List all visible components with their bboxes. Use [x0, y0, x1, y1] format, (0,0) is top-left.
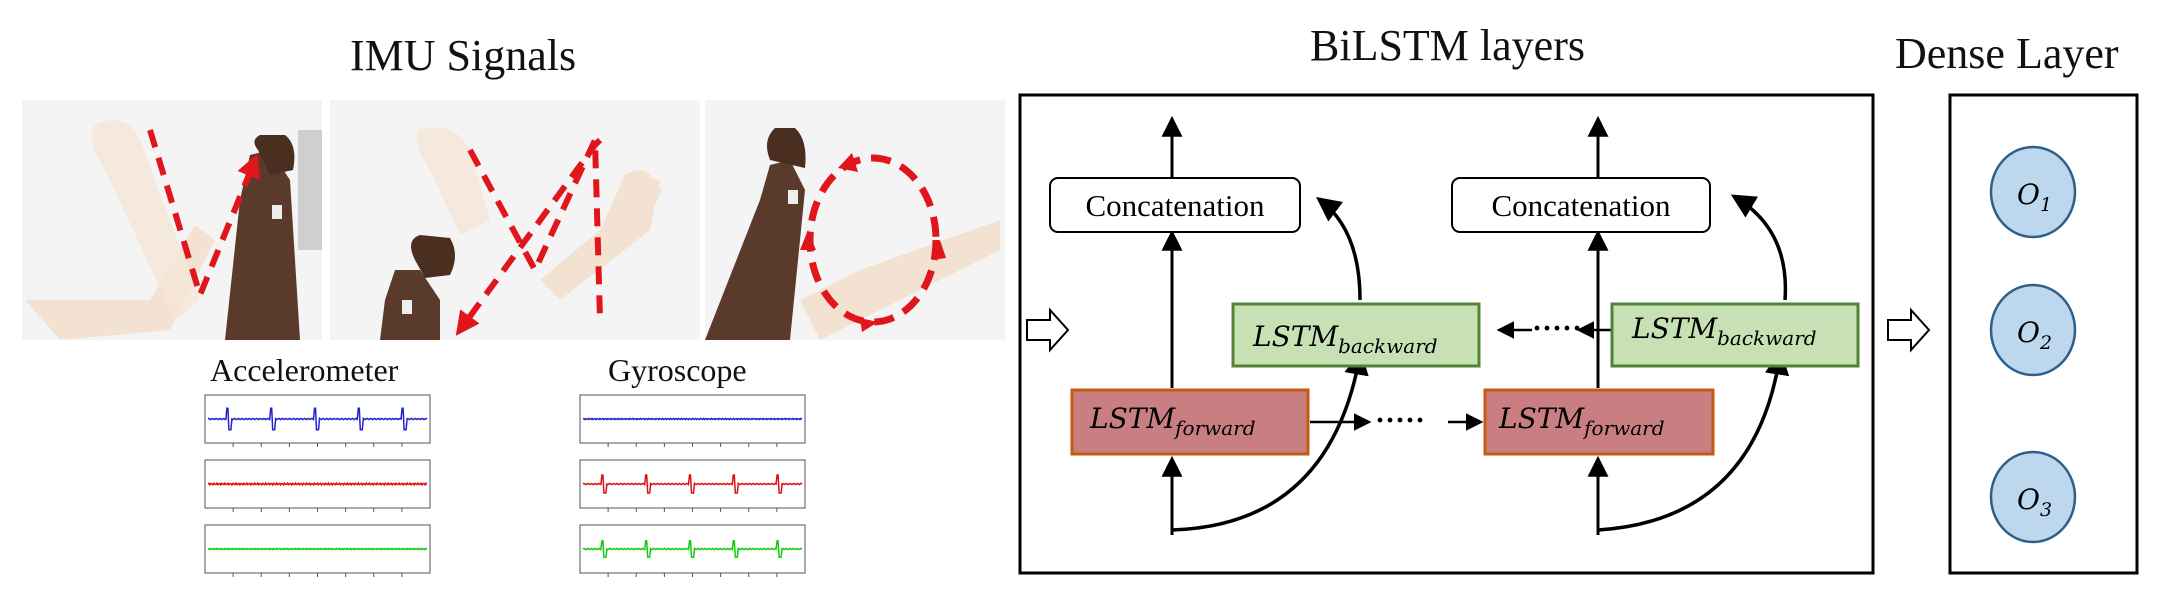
gesture-photo-1 — [22, 100, 322, 340]
accel-plot-y-trace — [207, 481, 428, 487]
concatenation-label-2: Concatenation — [1491, 188, 1671, 223]
lstm-backward-box-2: LSTMbackward — [1610, 302, 1860, 368]
gesture-photo-2 — [330, 100, 700, 340]
gyroscope-label: Gyroscope — [608, 352, 747, 388]
gyro-plot-x — [579, 394, 806, 447]
gyro-plot-y — [579, 459, 806, 512]
accel-plot-y — [204, 459, 431, 512]
output-node-2: O2 — [1989, 283, 2077, 377]
gesture-path-2a — [467, 138, 603, 321]
lstm-backward-box-1: LSTMbackward — [1231, 302, 1481, 368]
accel-plot-x — [204, 394, 431, 447]
forward-ellipsis: ····· — [1375, 404, 1425, 437]
accel-plot-z — [204, 524, 431, 577]
accel-plot-x-trace — [207, 407, 428, 431]
gyro-plot-z — [579, 524, 806, 577]
lstm-backward-label-1: LSTMbackward — [1252, 320, 1438, 358]
imu-sensor-icon — [402, 300, 412, 314]
lstm-forward-label-1: LSTMforward — [1089, 402, 1256, 440]
lstm-backward-label-2: LSTMbackward — [1631, 312, 1817, 350]
gyro-plot-x-trace — [582, 417, 803, 421]
backward-to-concat-arrow-2 — [1730, 194, 1788, 301]
output-node-1: O1 — [1989, 145, 2077, 239]
concatenation-box-2: Concatenation — [1451, 177, 1711, 233]
input-to-backward-arrow-1 — [1171, 350, 1369, 532]
lstm-forward-label-2: LSTMforward — [1498, 402, 1665, 440]
imu-sensor-icon — [788, 190, 798, 204]
imu-signals-title: IMU Signals — [350, 31, 577, 80]
bilstm-layers-title: BiLSTM layers — [1310, 21, 1585, 70]
gesture-photo-3 — [705, 100, 1005, 340]
gyro-plot-y-trace — [582, 474, 803, 494]
accel-plot-z-trace — [207, 547, 428, 551]
concatenation-box-1: Concatenation — [1049, 177, 1301, 233]
gyro-plot-z-trace — [582, 540, 803, 558]
svg-text:O1: O1 — [2017, 178, 2052, 216]
output-node-3: O3 — [1989, 450, 2077, 544]
svg-text:O3: O3 — [2017, 483, 2052, 521]
input-to-backward-arrow-2 — [1597, 350, 1790, 532]
dense-layer-title: Dense Layer — [1895, 29, 2119, 78]
dense-input-arrow-icon — [1887, 307, 1931, 353]
imu-sensor-icon — [272, 205, 282, 219]
backward-ellipsis: ····· — [1532, 312, 1582, 345]
svg-text:O2: O2 — [2017, 316, 2052, 354]
lstm-forward-box-1: LSTMforward — [1070, 388, 1310, 456]
gesture-path-2b — [455, 137, 603, 336]
gesture-path-1 — [147, 129, 260, 304]
input-arrow-icon — [1026, 307, 1070, 353]
concatenation-label-1: Concatenation — [1085, 188, 1265, 223]
backward-to-concat-arrow-1 — [1316, 197, 1362, 301]
signal-plots — [204, 394, 806, 577]
accelerometer-label: Accelerometer — [210, 352, 399, 388]
lstm-forward-box-2: LSTMforward — [1483, 388, 1715, 456]
